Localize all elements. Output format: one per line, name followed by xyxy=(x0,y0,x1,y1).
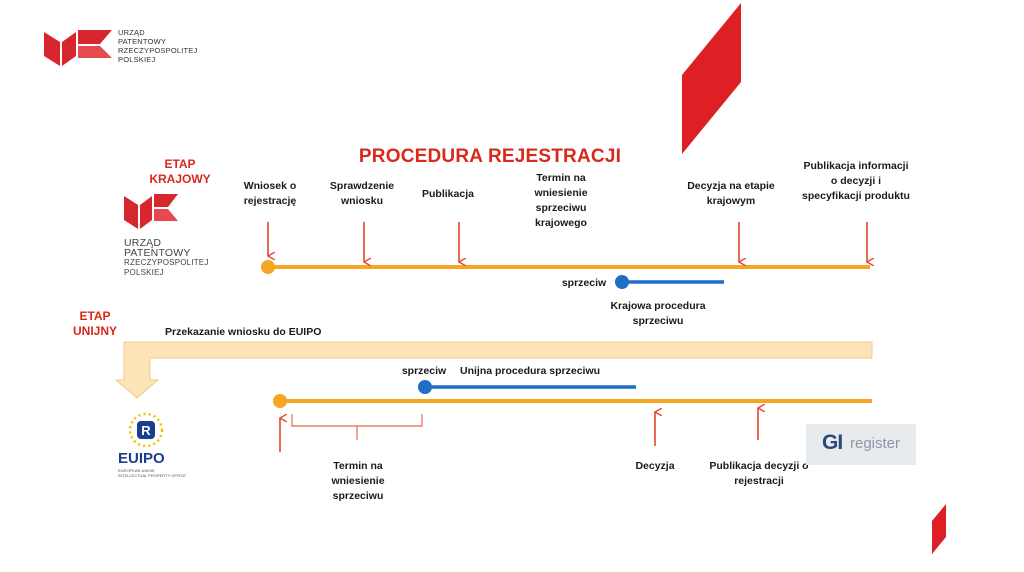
eu-step-publication: Publikacja decyzji o rejestracji xyxy=(709,460,809,487)
header-logo-line4: POLSKIEJ xyxy=(118,55,156,64)
step-publikacja: Publikacja xyxy=(422,188,474,200)
transfer-label: Przekazanie wniosku do EUIPO xyxy=(165,326,322,338)
svg-text:R: R xyxy=(141,423,151,438)
side-logo-line1: URZĄD xyxy=(124,237,162,249)
step-publikacja-informacji: Publikacja informacji o decyzji i specyf… xyxy=(802,160,910,202)
euipo-name-right: IPO xyxy=(138,450,165,467)
side-logo-line2: PATENTOWY xyxy=(124,247,191,259)
stage-eu: ETAP UNIJNY xyxy=(55,309,135,339)
eu-start-dot xyxy=(273,394,287,408)
step-decyzja-krajowa: Decyzja na etapie krajowym xyxy=(687,180,775,207)
stage-national-line1: ETAP xyxy=(164,157,196,171)
term-bracket xyxy=(291,414,423,440)
stage-national: ETAP KRAJOWY xyxy=(140,157,220,187)
national-opposition-tag: sprzeciw xyxy=(561,277,607,289)
header-logo-text: URZĄD PATENTOWY RZECZYPOSPOLITEJ POLSKIE… xyxy=(118,28,197,64)
gi-register-logo: GI register xyxy=(806,424,916,465)
euipo-caption1: EUROPEAN UNION xyxy=(118,468,155,473)
header-logo-line2: PATENTOWY xyxy=(118,37,167,46)
euipo-name-left: EU xyxy=(118,450,139,467)
page-title: PROCEDURA REJESTRACJI xyxy=(358,146,622,167)
header-logo-line1: URZĄD xyxy=(118,28,145,37)
stage-national-line2: KRAJOWY xyxy=(149,172,211,186)
stage-eu-line2: UNIJNY xyxy=(72,324,117,338)
euipo-emblem: R xyxy=(128,412,164,448)
side-logo-line4: POLSKIEJ xyxy=(124,268,164,277)
euipo-logo: EUIPO EUROPEAN UNION INTELLECTUAL PROPER… xyxy=(118,450,228,478)
decor-red-shape-top xyxy=(682,3,741,154)
eu-opposition-dot xyxy=(418,380,432,394)
national-opposition-label: Krajowa procedura sprzeciwu xyxy=(610,300,706,327)
stage-eu-line1: ETAP xyxy=(79,309,111,323)
step-termin-krajowy: Termin na wniesienie sprzeciwu krajowego xyxy=(534,172,588,229)
eu-opposition-tag: sprzeciw xyxy=(401,365,447,377)
header-logo-mark xyxy=(44,30,112,66)
euipo-caption2: INTELLECTUAL PROPERTY OFFICE xyxy=(118,473,186,478)
national-start-dot xyxy=(261,260,275,274)
side-logo-line3: RZECZYPOSPOLITEJ xyxy=(124,258,209,267)
gi-register-left: GI xyxy=(822,431,843,454)
gi-register-right: register xyxy=(850,435,901,452)
eu-step-term: Termin na wniesienie sprzeciwu xyxy=(331,460,385,502)
side-logo-text: URZĄD PATENTOWY RZECZYPOSPOLITEJ POLSKIE… xyxy=(124,238,209,278)
side-logo-mark xyxy=(124,194,178,229)
eu-opposition-label: Unijna procedura sprzeciwu xyxy=(460,365,601,377)
decor-red-shape-bottom xyxy=(932,504,946,554)
step-sprawdzenie: Sprawdzenie wniosku xyxy=(329,180,395,207)
transfer-band xyxy=(114,341,873,399)
national-opposition-dot xyxy=(615,275,629,289)
step-wniosek: Wniosek o rejestrację xyxy=(243,180,297,207)
header-logo-line3: RZECZYPOSPOLITEJ xyxy=(118,46,198,55)
eu-step-decision: Decyzja xyxy=(635,460,675,472)
